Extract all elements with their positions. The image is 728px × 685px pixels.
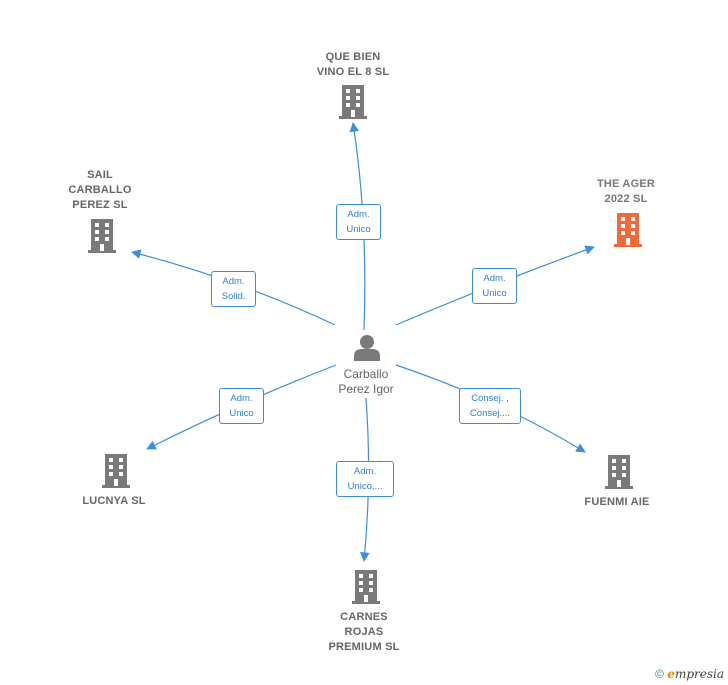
company-label-sail-carballo-perez[interactable]: SAIL CARBALLO PEREZ SL <box>68 169 132 211</box>
building-icon[interactable] <box>350 570 382 604</box>
building-icon[interactable] <box>337 85 369 119</box>
company-label-lucnya[interactable]: LUCNYA SL <box>82 495 146 507</box>
company-label-the-ager-2022[interactable]: THE AGER 2022 SL <box>596 178 656 205</box>
role-label-lucnya[interactable]: Adm. Unico <box>219 388 264 424</box>
role-label-carnes-rojas-premium[interactable]: Adm. Unico,... <box>336 461 394 497</box>
brand-footer: © empresia <box>655 667 724 681</box>
brand-logo: empresia <box>667 667 724 681</box>
building-icon[interactable] <box>612 213 644 247</box>
company-label-fuenmi-aie[interactable]: FUENMI AIE <box>584 496 650 508</box>
company-label-carnes-rojas-premium[interactable]: CARNES ROJAS PREMIUM SL <box>328 611 400 653</box>
copyright-icon: © <box>655 667 664 681</box>
role-label-que-bien-vino-el-8[interactable]: Adm. Unico <box>336 204 381 240</box>
role-label-sail-carballo-perez[interactable]: Adm. Solid. <box>211 271 256 307</box>
company-label-que-bien-vino-el-8[interactable]: QUE BIEN VINO EL 8 SL <box>316 51 390 78</box>
person-label[interactable]: Carballo Perez Igor <box>338 367 394 396</box>
role-label-fuenmi-aie[interactable]: Consej. , Consej.... <box>459 388 521 424</box>
building-icon[interactable] <box>100 454 132 488</box>
person-icon[interactable] <box>354 335 380 361</box>
role-label-the-ager-2022[interactable]: Adm. Unico <box>472 268 517 304</box>
building-icon[interactable] <box>86 219 118 253</box>
building-icon[interactable] <box>603 455 635 489</box>
